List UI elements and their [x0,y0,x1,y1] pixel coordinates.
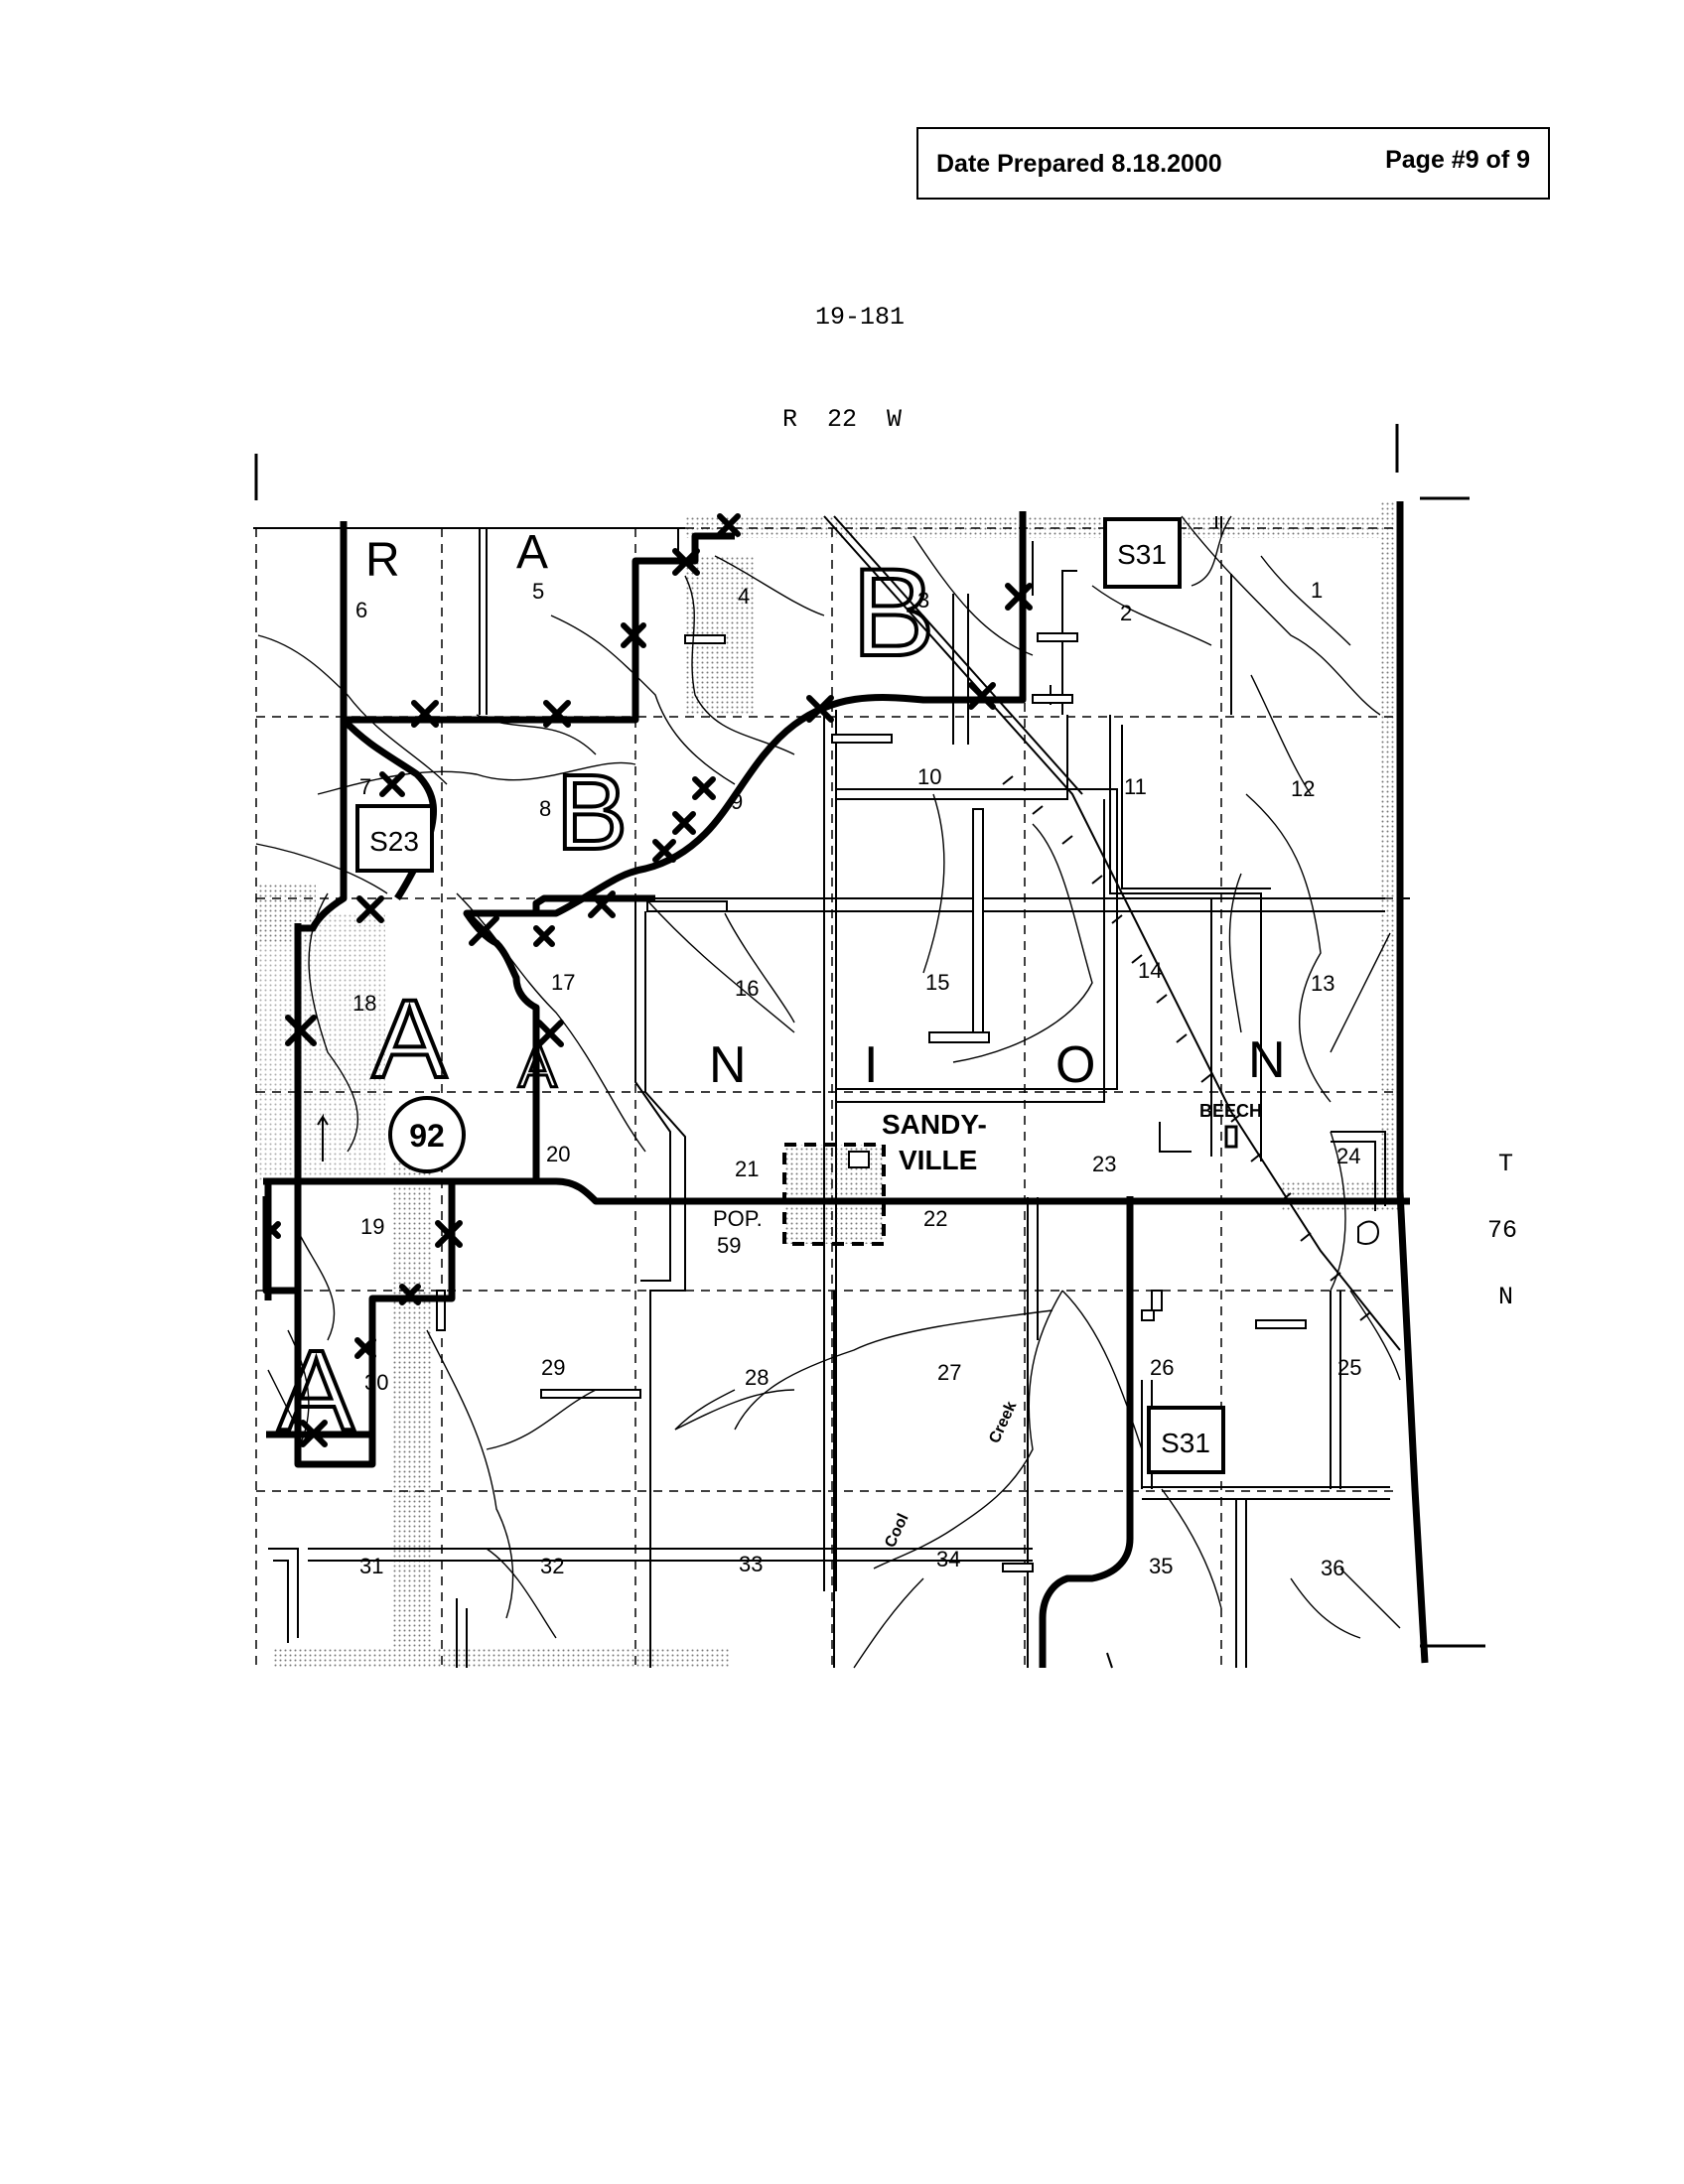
section-number: 8 [539,796,551,821]
section-number: 25 [1337,1355,1361,1380]
section-number: 28 [745,1365,769,1390]
sandyville-boundary [782,1143,886,1246]
section-number: 3 [917,588,929,613]
township-letter: B [556,751,628,872]
section-number: 6 [355,598,367,622]
section-number: 2 [1120,601,1132,625]
shield-label: S31 [1161,1428,1210,1458]
township-letter: A [518,1035,557,1100]
township-letter: A [278,1327,354,1454]
section-number: 15 [925,970,949,995]
pop-label: POP. [713,1206,763,1231]
township-letter: N [709,1036,747,1094]
road-shield-s23: S23 [355,804,434,873]
section-number: 10 [917,764,941,789]
beech-label: BEECH [1199,1101,1262,1121]
pop-value: 59 [717,1233,741,1258]
streams [255,515,1401,1669]
section-number: 29 [541,1355,565,1380]
section-number: 36 [1321,1556,1344,1580]
range-label: R 22 W [782,405,903,434]
railroad [823,515,1401,1351]
section-number: 26 [1150,1355,1174,1380]
section-number: 5 [532,579,544,604]
unimproved-roads [436,632,1307,1572]
township-n: N [1498,1283,1514,1311]
cool-label: Cool [882,1511,912,1550]
section-number: 24 [1336,1144,1360,1168]
section-number: 13 [1311,971,1334,996]
section-number: 22 [923,1206,947,1231]
township-letter: I [864,1036,878,1094]
section-number: 31 [359,1554,383,1578]
date-prepared: Date Prepared 8.18.2000 [936,150,1222,178]
section-number: 14 [1138,958,1162,983]
map-id: 19-181 [815,303,906,332]
township-letter: A [516,526,548,579]
section-number: 4 [738,584,750,609]
township-letter: B [852,544,934,682]
highway-92-marker: 92 [388,1096,466,1173]
place-labels: SANDY- VILLE POP. 59 BEECH Creek Cool [713,1101,1262,1551]
section-number: 17 [551,970,575,995]
section-number: 7 [359,774,371,799]
township-t: T [1498,1150,1514,1178]
misc-marks [317,516,1380,1245]
range-ticks [254,424,1485,1648]
section-number: 30 [364,1370,388,1395]
road-shield-s31-north: S31 [1103,517,1182,589]
highway-number: 92 [409,1118,445,1154]
section-number: 32 [540,1554,564,1578]
section-number: 1 [1311,578,1323,603]
section-number: 16 [735,976,759,1001]
header-box: Date Prepared 8.18.2000 Page #9 of 9 [916,127,1550,200]
road-shield-s31-south: S31 [1147,1406,1225,1474]
section-number: 11 [1124,774,1147,799]
section-number: 9 [731,789,743,814]
section-number: 18 [352,991,376,1016]
section-number: 23 [1092,1152,1116,1176]
crossing-marks [263,513,1033,1447]
section-number: 34 [936,1547,960,1571]
township-number: 76 [1487,1216,1518,1245]
township-letter: A [372,977,447,1101]
section-number: 33 [739,1552,763,1576]
page-number: Page #9 of 9 [1385,146,1530,174]
section-number: 27 [937,1360,961,1385]
township-letter: O [1055,1036,1095,1094]
sandyville-label-line1: SANDY- [882,1109,987,1140]
shield-label: S31 [1117,539,1167,570]
section-number: 20 [546,1142,570,1166]
section-numbers: 1 2 3 4 5 6 7 8 9 10 11 12 13 14 15 16 1… [352,578,1361,1580]
township-letter: R [365,534,400,587]
township-name: R A B B A A A N I O N [276,526,1286,1456]
section-number: 12 [1291,776,1315,801]
township-letter: N [1248,1031,1286,1089]
sandyville-label-line2: VILLE [899,1145,977,1175]
section-number: 21 [735,1157,759,1181]
shield-label: S23 [369,826,419,857]
local-roads [253,527,1410,1669]
section-number: 19 [360,1214,384,1239]
creek-label: Creek [986,1399,1020,1446]
section-number: 35 [1149,1554,1173,1578]
